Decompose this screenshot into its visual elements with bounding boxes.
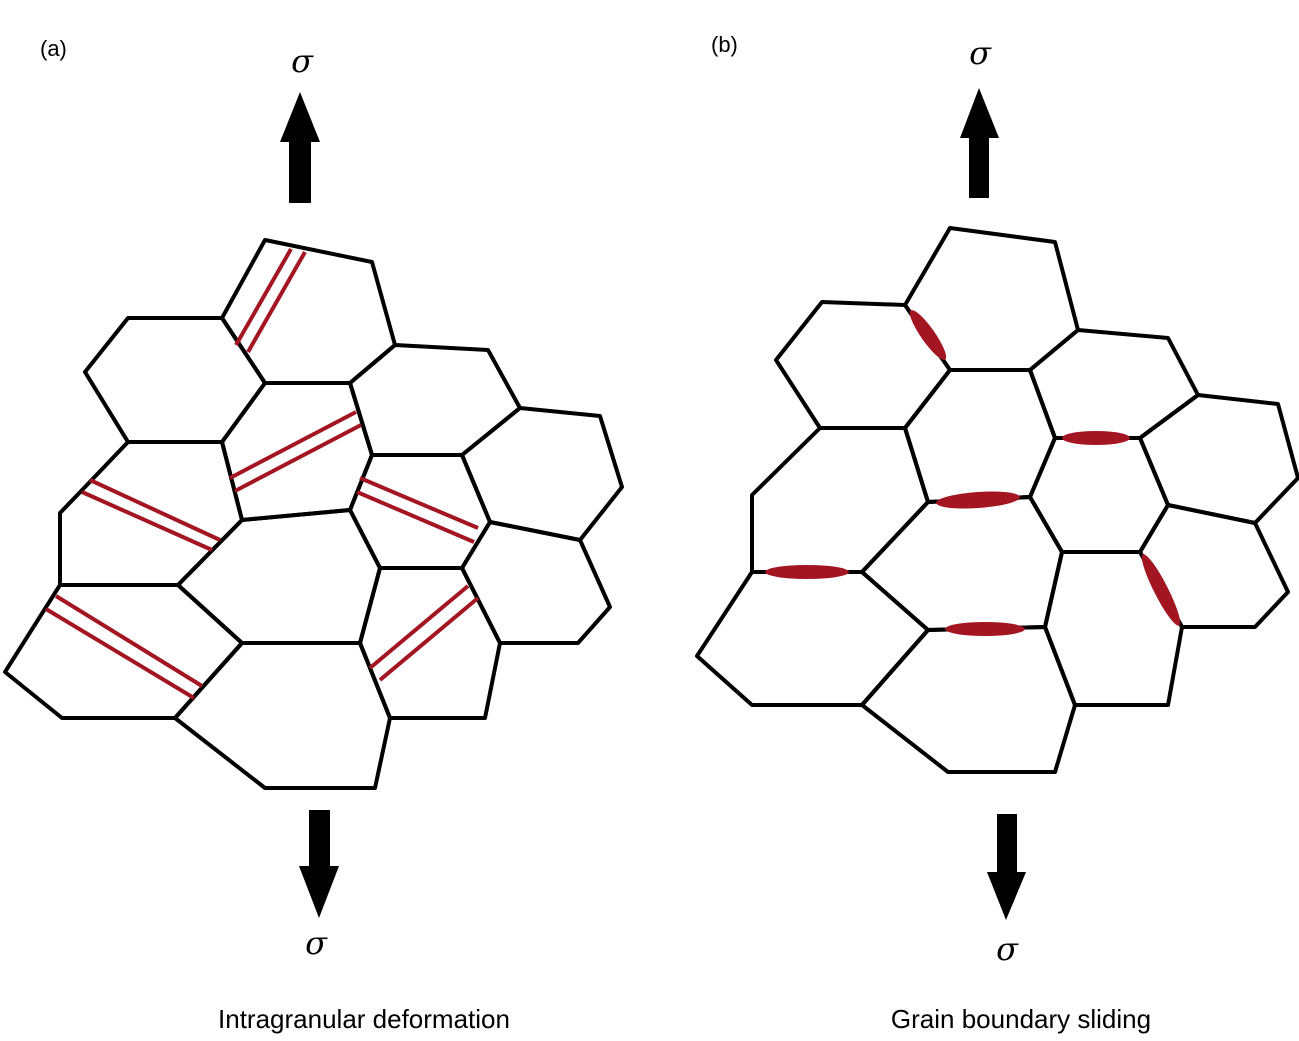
panel-b-sliding-marks [765,310,1181,636]
panel-b-bottom-sigma: σ [996,930,1019,968]
panel-b: (b) σ [695,32,1299,1034]
panel-b-grain-network [695,226,1299,774]
panel-a-grain-network [3,238,624,790]
panel-b-bottom-arrow [987,814,1026,920]
panel-a-label: (a) [40,36,67,61]
panel-b-top-arrow [960,88,999,198]
panel-b-caption: Grain boundary sliding [891,1004,1151,1034]
panel-a-bottom-arrow [299,810,339,918]
panel-b-top-sigma: σ [969,34,992,72]
panel-a-caption: Intragranular deformation [218,1004,510,1034]
panel-a-bottom-sigma: σ [305,924,328,962]
panel-b-label: (b) [711,32,738,57]
panel-a-slip-bands [44,248,480,700]
panel-a: (a) σ [3,36,624,1034]
panel-a-top-sigma: σ [291,42,314,80]
panel-a-top-arrow [280,92,320,203]
